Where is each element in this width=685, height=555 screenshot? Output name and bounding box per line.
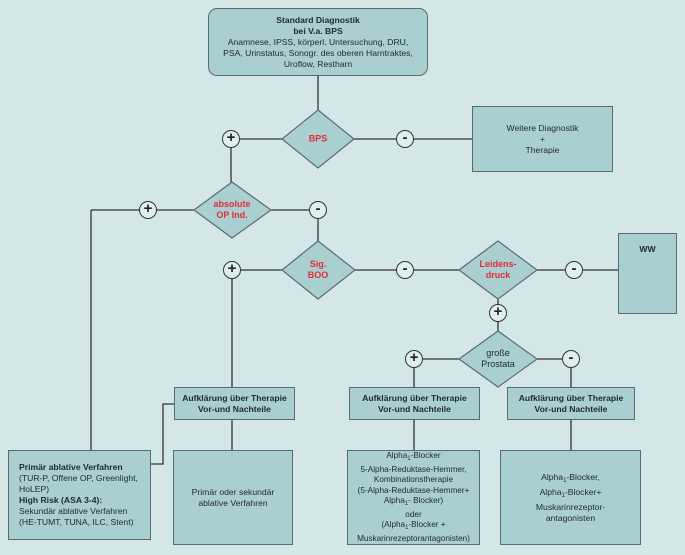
op-ind-minus-sign: - (309, 201, 327, 219)
sig-boo-label: Sig.BOO (307, 259, 329, 280)
bps-plus-sign: + (222, 130, 240, 148)
medikamentoese-kombination-box: Alpha1-Blocker 5-Alpha-Reduktase-Hemmer,… (347, 450, 480, 545)
ablative-verfahren-box: Primär oder sekundär ablative Verfahren (173, 450, 293, 545)
boo-plus-sign: + (223, 261, 241, 279)
leidensdruck-label: Leidens-druck (479, 259, 517, 280)
decision-op-ind (192, 181, 273, 239)
start-line3: Uroflow, Restharn (283, 58, 353, 69)
bps-label: BPS (308, 133, 328, 144)
prostata-minus-sign: - (562, 350, 580, 368)
primaer-ablative-box: Primär ablative Verfahren (TUR-P, Offene… (8, 450, 151, 540)
decision-leidensdruck (457, 240, 539, 300)
aufklaerung-box-1: Aufklärung über Therapie Vor-und Nachtei… (174, 387, 295, 420)
op-ind-plus-sign: + (139, 201, 157, 219)
high-risk-heading: High Risk (ASA 3-4): (19, 495, 103, 505)
aufklaerung-box-2: Aufklärung über Therapie Vor-und Nachtei… (349, 387, 480, 420)
leid-plus-sign: + (489, 304, 507, 322)
boo-minus-sign: - (396, 261, 414, 279)
further-line1: Weitere Diagnostik (506, 122, 579, 133)
ww-label: WW (639, 244, 656, 254)
primaer-heading: Primär ablative Verfahren (19, 462, 123, 472)
decision-sig-boo (281, 240, 356, 300)
bps-minus-sign: - (396, 130, 414, 148)
aufklaerung-box-3: Aufklärung über Therapie Vor-und Nachtei… (507, 387, 635, 420)
decision-bps (281, 109, 355, 169)
start-line2: PSA, Urinstatus, Sonogr. des oberen Harn… (223, 47, 413, 58)
decision-grosse-prostata (457, 330, 539, 388)
standard-diagnostik-box: Standard Diagnostik bei V.a. BPS Anamnes… (208, 8, 428, 76)
ww-box: WW (618, 233, 677, 314)
start-subtitle: bei V.a. BPS (293, 25, 343, 36)
leid-minus-sign: - (565, 261, 583, 279)
start-line1: Anamnese, IPSS, körperl. Untersuchung, D… (227, 36, 409, 47)
prostata-plus-sign: + (405, 350, 423, 368)
start-title: Standard Diagnostik (276, 14, 360, 25)
weitere-diagnostik-box: Weitere Diagnostik + Therapie (472, 106, 613, 172)
alpha-blocker-box: Alpha1-Blocker, Alpha1-Blocker+ Muskarin… (500, 450, 641, 545)
further-line3: Therapie (525, 144, 560, 155)
further-line2: + (539, 133, 546, 144)
